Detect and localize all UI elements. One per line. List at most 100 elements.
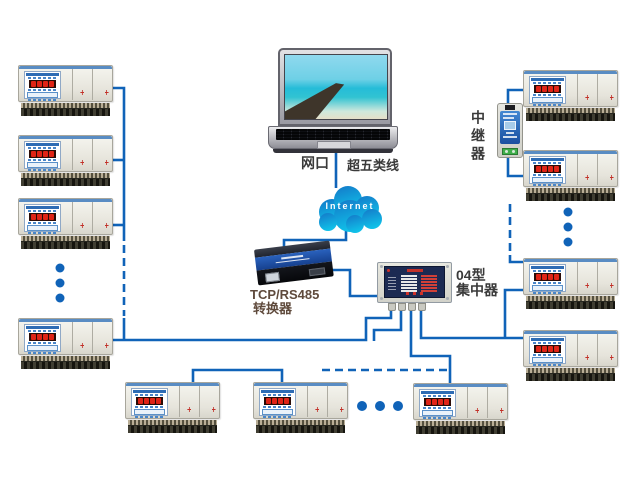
concentrator-panel-title — [406, 269, 423, 272]
wire-concentrator-right-bus — [419, 306, 525, 340]
meter-terminal-strip — [21, 236, 110, 249]
meter-terminal-strip — [21, 356, 110, 369]
wire-converter-concentrator — [331, 268, 378, 298]
repeater-display — [504, 121, 516, 130]
cloud-shape — [319, 186, 382, 233]
concentrator-indicator-column — [401, 275, 417, 293]
meter-display-panel — [529, 156, 566, 186]
meter-digital-display — [534, 345, 561, 353]
meter-body — [18, 198, 113, 235]
label-concentrator-line2: 集中器 — [456, 282, 498, 298]
meter-display-panel — [419, 389, 456, 419]
concentrator-gland-4 — [418, 303, 426, 311]
dots-left-1 — [55, 263, 65, 273]
meter-display-panel — [24, 141, 61, 171]
meter-terminal-strip — [526, 108, 615, 121]
internet-cloud: Internet — [310, 184, 390, 234]
internet-label: Internet — [325, 201, 375, 211]
meter-body — [523, 70, 618, 107]
energy-meter-left-2 — [18, 135, 113, 186]
meter-display-panel — [529, 336, 566, 366]
concentrator-status-leds — [405, 292, 424, 295]
meter-display-panel — [24, 71, 61, 101]
dashed-connections — [122, 204, 512, 372]
wire-left-column-top — [110, 86, 126, 241]
meter-body — [253, 382, 348, 419]
energy-meter-right-1 — [523, 70, 618, 121]
pier-image — [285, 83, 345, 119]
meter-body — [18, 318, 113, 355]
energy-meter-bottom-3 — [413, 383, 508, 434]
concentrator-gland-3 — [408, 303, 416, 311]
concentrator-gland-2 — [398, 303, 406, 311]
dots-left-2 — [55, 278, 65, 288]
wire-concentrator-bottom — [409, 306, 452, 384]
meter-terminal-strip — [21, 173, 110, 186]
meter-terminal-strip — [128, 420, 217, 433]
dots-right-3 — [563, 237, 573, 247]
label-converter-line2: 转换器 — [253, 301, 293, 316]
wire-right-meter1-repeater — [506, 88, 525, 104]
meter-body — [18, 135, 113, 172]
concentrator-power-led — [387, 269, 390, 272]
meter-digital-display — [29, 333, 56, 341]
energy-meter-left-3 — [18, 198, 113, 249]
repeater-terminal — [502, 148, 518, 155]
energy-meter-right-2 — [523, 150, 618, 201]
meter-digital-display — [534, 273, 561, 281]
label-converter-line1: TCP/RS485 — [250, 287, 320, 302]
meter-body — [18, 65, 113, 102]
dots-left-3 — [55, 293, 65, 303]
dots-bottom-1 — [357, 401, 367, 411]
wire-bottom-bridge — [191, 368, 284, 384]
repeater-panel — [500, 111, 520, 144]
meter-body — [413, 383, 508, 420]
meter-terminal-strip — [256, 420, 345, 433]
label-concentrator-line1: 04型 — [456, 267, 486, 283]
meter-digital-display — [264, 397, 291, 405]
meter-body — [523, 330, 618, 367]
repeater — [497, 103, 523, 158]
meter-display-panel — [529, 264, 566, 294]
energy-meter-right-3 — [523, 258, 618, 309]
energy-meter-bottom-1 — [125, 382, 220, 433]
meter-terminal-strip — [526, 188, 615, 201]
meter-digital-display — [29, 150, 56, 158]
concentrator — [377, 262, 452, 311]
laptop-keyboard — [276, 129, 390, 140]
label-network-port: 网口 — [301, 155, 329, 171]
concentrator-panel — [384, 266, 445, 298]
laptop-wallpaper — [284, 54, 388, 120]
meter-display-panel — [529, 76, 566, 106]
meter-terminal-strip — [416, 421, 505, 434]
dots-bottom-2 — [375, 401, 385, 411]
label-repeater: 中继器 — [470, 110, 486, 164]
meter-digital-display — [29, 213, 56, 221]
energy-meter-left-4 — [18, 318, 113, 369]
wire-concentrator-left-bus — [110, 306, 393, 342]
ellipsis-dots — [55, 207, 573, 411]
label-cat5e-cable: 超五类线 — [347, 158, 400, 173]
meter-body — [125, 382, 220, 419]
solid-connections — [110, 86, 525, 384]
concentrator-gland-1 — [388, 303, 396, 311]
wire-concentrator-gland2 — [372, 306, 403, 341]
meter-terminal-strip — [526, 368, 615, 381]
meter-display-panel — [259, 388, 296, 418]
meter-digital-display — [136, 397, 163, 405]
meter-digital-display — [29, 80, 56, 88]
meter-digital-display — [534, 165, 561, 173]
concentrator-side-text — [388, 276, 396, 292]
meter-body — [523, 258, 618, 295]
laptop-shadow — [273, 149, 393, 153]
wire-repeater-meter2 — [506, 157, 525, 178]
meter-digital-display — [424, 398, 451, 406]
energy-meter-bottom-2 — [253, 382, 348, 433]
energy-meter-left-1 — [18, 65, 113, 116]
meter-digital-display — [534, 85, 561, 93]
meter-terminal-strip — [526, 296, 615, 309]
meter-body — [523, 150, 618, 187]
converter-port — [264, 271, 280, 283]
concentrator-indicator-column-red — [421, 275, 437, 293]
